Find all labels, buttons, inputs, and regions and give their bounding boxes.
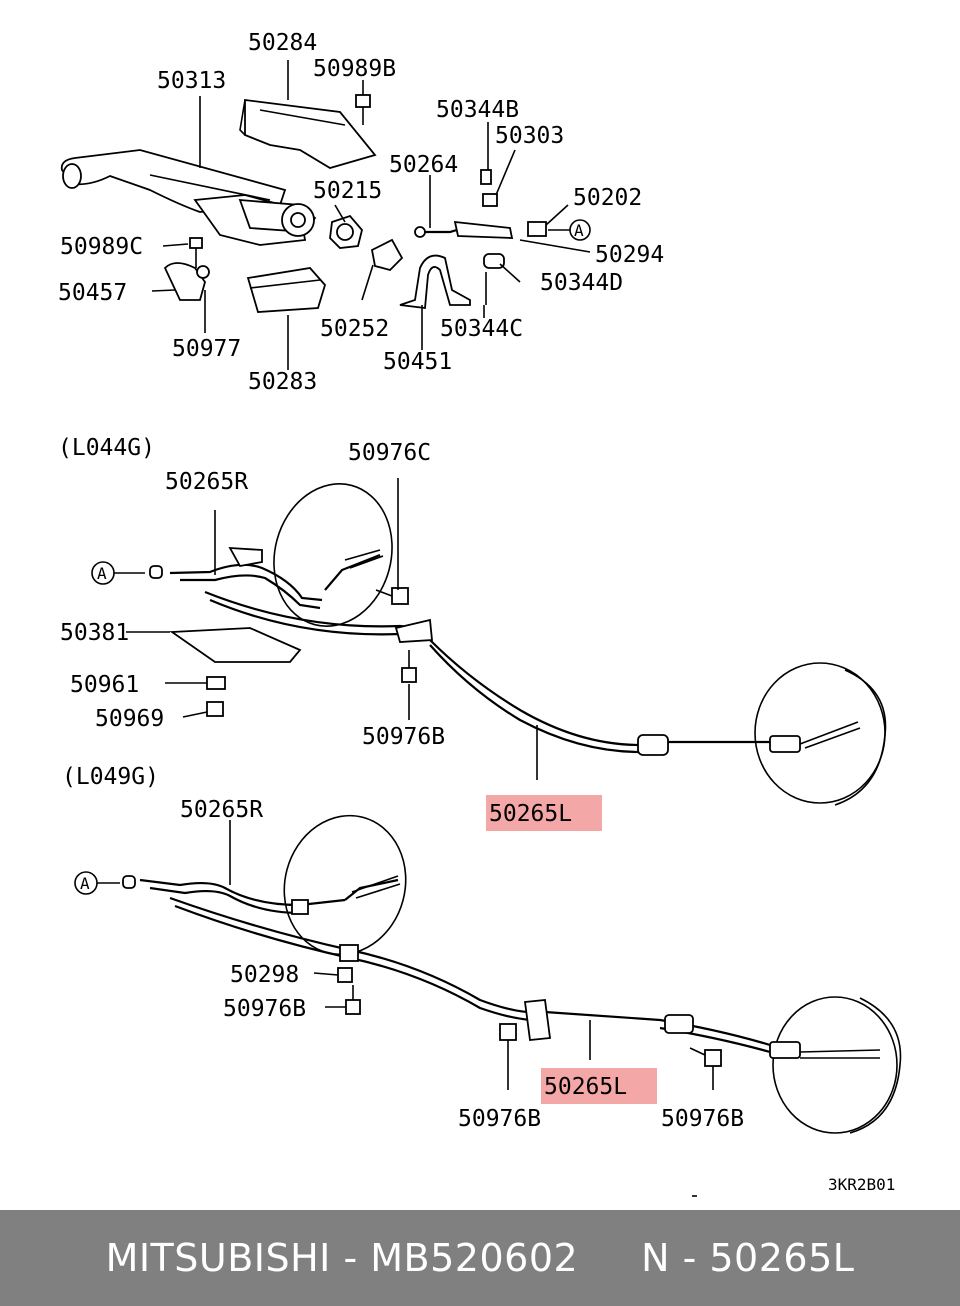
label-50344D: 50344D — [540, 270, 623, 296]
footer-bar: MITSUBISHI - MB520602 N - 50265L — [0, 1210, 960, 1306]
label-50294: 50294 — [595, 242, 664, 268]
label-50265L-1: 50265L — [489, 801, 572, 827]
parts-diagram: 50284 50989B 50313 50344B 50303 50264 50… — [58, 30, 902, 1197]
label-50265R-2: 50265R — [180, 797, 263, 823]
section-title-l049g: (L049G) — [62, 764, 159, 790]
label-50457: 50457 — [58, 280, 127, 306]
marker-a-1: A — [97, 564, 107, 583]
label-50264: 50264 — [389, 152, 458, 178]
label-50969: 50969 — [95, 706, 164, 732]
label-50976B-3: 50976B — [458, 1106, 541, 1132]
label-50977: 50977 — [172, 336, 241, 362]
label-50215: 50215 — [313, 178, 382, 204]
label-50313: 50313 — [157, 68, 226, 94]
label-50344C: 50344C — [440, 316, 523, 342]
label-50976B-1: 50976B — [362, 724, 445, 750]
label-50303: 50303 — [495, 123, 564, 149]
figure-code: 3KR2B01 — [828, 1175, 895, 1194]
highlight-50265l-l049g — [541, 1068, 657, 1104]
label-50284: 50284 — [248, 30, 317, 56]
label-50298: 50298 — [230, 962, 299, 988]
section-title-l044g: (L044G) — [58, 435, 155, 461]
parking-brake-lever-assembly — [60, 60, 591, 370]
marker-a-2: A — [80, 874, 90, 893]
label-50381: 50381 — [60, 620, 129, 646]
marker-a: A — [574, 221, 584, 240]
label-50202: 50202 — [573, 185, 642, 211]
section-l049g-drawing — [74, 814, 902, 1197]
label-50451: 50451 — [383, 349, 452, 375]
section-l044g-drawing — [91, 478, 887, 806]
label-50265L-2: 50265L — [544, 1074, 627, 1100]
highlight-50265l-l044g — [486, 795, 602, 831]
label-50344B: 50344B — [436, 97, 519, 123]
label-50976B-2: 50976B — [223, 996, 306, 1022]
label-50976C: 50976C — [348, 440, 431, 466]
label-50283: 50283 — [248, 369, 317, 395]
section-l044g-labels: (L044G) 50976C 50265R A 50381 50961 5096… — [58, 435, 572, 827]
label-50961: 50961 — [70, 672, 139, 698]
label-50252: 50252 — [320, 316, 389, 342]
top-part-labels: 50284 50989B 50313 50344B 50303 50264 50… — [58, 30, 664, 395]
label-50265R-1: 50265R — [165, 469, 248, 495]
section-l049g-labels: (L049G) 50265R A 50298 50976B 50265L 509… — [62, 764, 744, 1132]
label-50976B-4: 50976B — [661, 1106, 744, 1132]
label-50989C: 50989C — [60, 234, 143, 260]
footer-part-info: MITSUBISHI - MB520602 N - 50265L — [105, 1236, 855, 1280]
label-50989B: 50989B — [313, 56, 396, 82]
